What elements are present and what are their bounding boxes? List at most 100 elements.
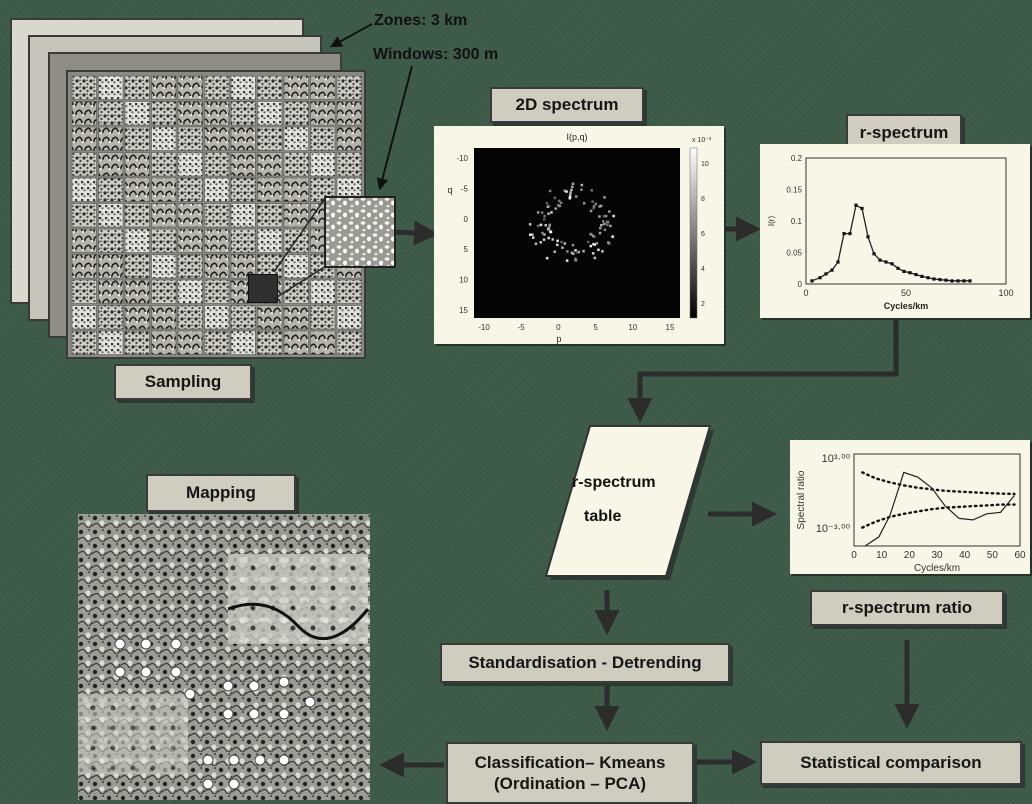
table-text-line1: r-spectrum [572, 474, 656, 491]
heatmap-x-tick: 15 [666, 323, 675, 332]
zones-annotation: Zones: 3 km [374, 12, 468, 29]
heatmap-speckle [570, 251, 574, 255]
heatmap-x-tick: -5 [518, 323, 526, 332]
sample-point [114, 666, 126, 678]
grid-cell [204, 254, 230, 279]
grid-cell [283, 330, 309, 355]
heatmap-colorbar [689, 147, 698, 319]
sample-point [278, 708, 290, 720]
grid-cell [283, 203, 309, 228]
ratio-x-tick: 0 [851, 550, 857, 561]
ratio-x-tick: 60 [1014, 550, 1026, 561]
heatmap-speckle [601, 250, 604, 253]
selected-window[interactable] [248, 274, 278, 303]
ratio-x-tick: 40 [959, 550, 971, 561]
sample-point [140, 638, 152, 650]
heatmap-speckle [568, 195, 572, 198]
heatmap-speckle [556, 243, 559, 247]
grid-cell [151, 75, 177, 100]
sample-point [228, 778, 240, 790]
rspectrum-point [848, 232, 852, 236]
heatmap-speckle [591, 252, 595, 255]
heatmap-speckle [551, 238, 554, 241]
grid-cell [336, 152, 362, 177]
grid-cell [204, 228, 230, 253]
heatmap-speckle [603, 196, 606, 199]
spectrum2d-label: 2D spectrum [490, 87, 644, 123]
grid-cell [204, 101, 230, 126]
heatmap-speckle [542, 238, 546, 241]
rspectrum-y-tick: 0 [798, 280, 803, 289]
heatmap-speckle [559, 201, 563, 204]
rspectrum-ylabel: I(r) [767, 216, 776, 227]
grid-cell [177, 254, 203, 279]
heatmap-y-tick: -5 [461, 184, 469, 193]
heatmap-speckle [572, 252, 575, 255]
heatmap-speckle [561, 246, 564, 249]
heatmap-speckle [602, 214, 606, 218]
grid-cell [151, 279, 177, 304]
grid-cell [283, 75, 309, 100]
grid-cell [257, 305, 283, 330]
grid-cell [177, 101, 203, 126]
heatmap-speckle [553, 196, 557, 200]
grid-cell [71, 75, 97, 100]
heatmap-speckle [602, 220, 605, 223]
heatmap-speckle [591, 200, 594, 203]
heatmap-speckle [587, 240, 590, 244]
grid-cell [257, 75, 283, 100]
grid-cell [177, 177, 203, 202]
grid-cell [177, 126, 203, 151]
heatmap-speckle [544, 224, 547, 227]
heatmap-speckle [598, 215, 601, 218]
rspectrum-ratio-label: r-spectrum ratio [810, 590, 1004, 626]
heatmap-speckle [568, 197, 572, 200]
sample-point [278, 754, 290, 766]
heatmap-speckle [536, 211, 540, 214]
rspectrum-point [932, 277, 936, 281]
sample-point [170, 638, 182, 650]
heatmap-speckle [589, 209, 593, 213]
heatmap-speckle [574, 249, 577, 252]
rspectrum-point [884, 260, 888, 264]
rspectrum-point [968, 279, 972, 283]
grid-cell [177, 279, 203, 304]
heatmap-speckle [612, 214, 615, 218]
heatmap-speckle [543, 233, 546, 236]
heatmap-speckle [545, 256, 549, 260]
grid-cell [151, 126, 177, 151]
rspectrum-point [956, 279, 960, 283]
grid-cell [310, 305, 336, 330]
grid-cell [98, 101, 124, 126]
heatmap-speckle [548, 224, 551, 227]
rspectrum-point [920, 274, 924, 278]
heatmap-speckle [593, 243, 596, 246]
heatmap-speckle [566, 250, 569, 253]
heatmap-speckle [560, 240, 563, 244]
sample-point [278, 676, 290, 688]
sample-point [202, 778, 214, 790]
heatmap-speckle [547, 204, 551, 208]
grid-cell [177, 203, 203, 228]
grid-cell [204, 330, 230, 355]
heatmap-xlabel: p [556, 334, 561, 344]
classification-label: Classification– Kmeans (Ordination – PCA… [446, 742, 694, 804]
grid-cell [177, 75, 203, 100]
grid-cell [177, 305, 203, 330]
heatmap-speckle [563, 242, 567, 245]
heatmap-speckle [574, 258, 578, 262]
grid-cell [124, 203, 150, 228]
grid-cell [98, 330, 124, 355]
grid-cell [336, 75, 362, 100]
heatmap-speckle [575, 251, 579, 254]
grid-cell [230, 254, 256, 279]
heatmap-speckle [603, 228, 607, 232]
ratio-y-tick-bottom: 10⁻³·⁰⁰ [816, 523, 851, 535]
grid-cell [336, 305, 362, 330]
grid-cell [98, 203, 124, 228]
zone-sheet-front [66, 70, 366, 359]
